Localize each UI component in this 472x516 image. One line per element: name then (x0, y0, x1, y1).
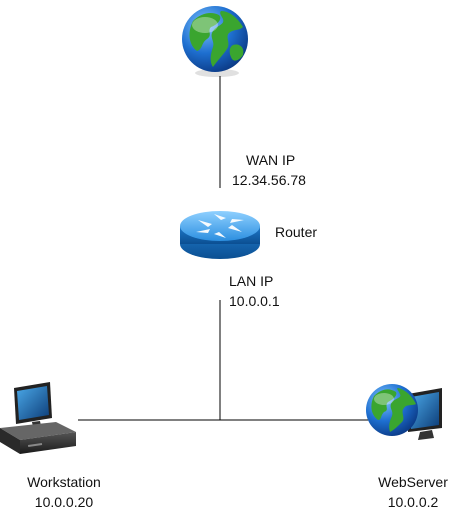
globe-icon (182, 6, 248, 77)
server-globe-icon (366, 384, 442, 440)
wan-ip-address: 12.34.56.78 (232, 172, 306, 188)
wan-ip-label: WAN IP (246, 152, 296, 168)
router-label: Router (275, 224, 318, 240)
workstation-ip: 10.0.0.20 (34, 494, 94, 510)
lan-ip-address: 10.0.0.1 (229, 293, 280, 309)
webserver-label: WebServer (378, 474, 448, 490)
workstation-label: Workstation (27, 474, 101, 490)
lan-ip-label: LAN IP (229, 273, 274, 289)
webserver-ip: 10.0.0.2 (387, 494, 439, 510)
router-icon (180, 211, 260, 259)
desktop-computer-icon (0, 382, 76, 454)
